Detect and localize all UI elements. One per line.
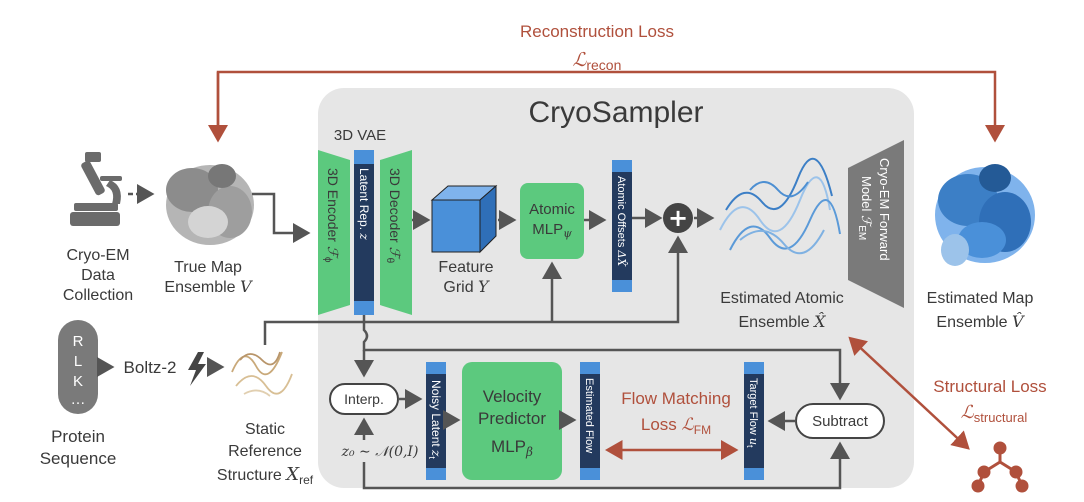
protein-sequence-label-2: Sequence — [40, 449, 117, 468]
estimated-atomic-label-2: Ensemble X̂ — [739, 312, 827, 331]
atomic-mlp-block — [520, 183, 584, 259]
velocity-predictor-block — [462, 362, 562, 480]
plus-node — [663, 203, 693, 233]
noisy-latent-bar — [426, 362, 446, 480]
estimated-atomic-label-1: Estimated Atomic — [720, 290, 844, 307]
fm-loss-label-2: Loss ℒFM — [641, 415, 711, 437]
lightning-icon — [188, 352, 206, 386]
latent-label: Latent Rep. z — [357, 168, 371, 240]
static-reference-image — [231, 351, 293, 397]
encoder-label: 3D Encoder ℱϕ — [322, 168, 341, 263]
recon-loss-symbol: ℒrecon — [573, 49, 622, 73]
feature-grid-label-1: Feature — [438, 259, 493, 276]
structural-loss-label-1: Structural Loss — [933, 377, 1046, 396]
forward-model-label-2: Model ℱEM — [856, 176, 874, 240]
molecule-icon — [971, 441, 1029, 493]
estimated-flow-bar — [580, 362, 600, 480]
subtract-label: Subtract — [812, 413, 869, 430]
estimated-atomic-image — [719, 157, 841, 255]
protein-letter-l: L — [74, 353, 82, 370]
feature-grid-label-2: Grid Y — [443, 277, 490, 296]
interp-label: Interp. — [344, 391, 384, 407]
cryo-em-label-3: Collection — [63, 287, 133, 304]
target-flow-bar — [744, 362, 764, 480]
estimated-map-label-1: Estimated Map — [927, 290, 1034, 307]
microscope-icon — [70, 152, 122, 226]
atomic-offsets-bar — [612, 160, 632, 292]
forward-model-label-1: Cryo-EM Forward — [877, 158, 892, 261]
static-ref-label-3: Structure Xref — [217, 464, 314, 487]
velocity-label-3: MLPβ — [491, 437, 533, 459]
atomic-offsets-label: Atomic Offsets ΔX̂ — [615, 176, 628, 267]
cryosampler-title: CryoSampler — [528, 96, 703, 129]
feature-grid-cube — [430, 184, 498, 254]
protein-sequence-label-1: Protein — [51, 427, 105, 446]
atomic-mlp-label-2: MLPψ — [532, 221, 572, 240]
estimated-flow-label: Estimated Flow — [583, 378, 595, 453]
protein-letter-k: K — [73, 373, 83, 390]
structural-loss-label-2: ℒstructural — [961, 402, 1028, 425]
decoder-label: 3D Decoder ℱθ — [384, 168, 403, 264]
decoder-block — [380, 150, 412, 315]
static-ref-label-2: Reference — [228, 443, 302, 460]
velocity-label-1: Velocity — [483, 387, 542, 406]
structural-loss-arrow — [848, 336, 970, 450]
z0-label: z₀ ∼ 𝒩(0,I) — [341, 444, 419, 460]
vae-label: 3D VAE — [334, 127, 386, 144]
velocity-label-2: Predictor — [478, 409, 546, 428]
forward-model-block — [848, 140, 904, 308]
protein-letter-ellipsis: … — [71, 391, 86, 408]
protein-letter-r: R — [73, 333, 84, 350]
estimated-map-label-2: Ensemble V̂ — [936, 312, 1025, 331]
cryo-em-label-2: Data — [81, 267, 115, 284]
true-map-label-1: True Map — [174, 259, 242, 276]
estimated-map-image — [935, 164, 1035, 266]
protein-sequence-pill — [58, 320, 98, 414]
boltz-label: Boltz-2 — [124, 358, 177, 377]
encoder-block — [318, 150, 350, 315]
noisy-latent-label: Noisy Latent zt — [427, 380, 443, 459]
fm-loss-label-1: Flow Matching — [621, 389, 731, 408]
latent-bar — [354, 150, 374, 315]
static-ref-label-1: Static — [245, 421, 285, 438]
target-flow-label: Target Flow ut — [745, 378, 760, 448]
atomic-mlp-label-1: Atomic — [529, 201, 575, 218]
recon-loss-title: Reconstruction Loss — [520, 22, 674, 41]
true-map-label-2: Ensemble V — [164, 277, 253, 296]
true-map-image — [166, 164, 254, 245]
cryo-em-label-1: Cryo-EM — [66, 247, 129, 264]
plus-symbol: + — [668, 204, 688, 232]
